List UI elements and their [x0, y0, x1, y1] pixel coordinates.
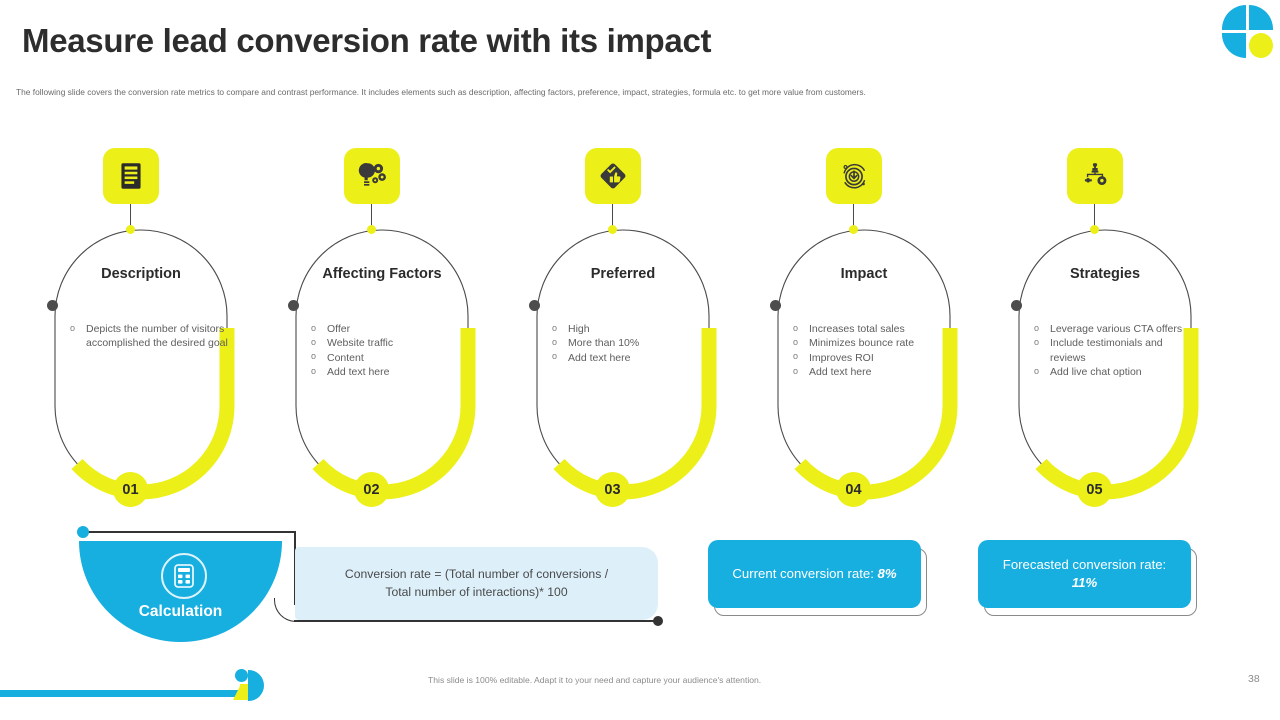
- footer-logo-wedge: [233, 684, 241, 700]
- logo-quadrant-top-right: [1249, 5, 1273, 30]
- document-list-icon: [103, 148, 159, 204]
- card-number-badge: 02: [354, 472, 389, 507]
- list-item: Add text here: [309, 365, 469, 379]
- page-number: 38: [1248, 673, 1260, 685]
- card-connector-line: [130, 204, 131, 228]
- forecast-rate-value: 11%: [1071, 575, 1098, 590]
- card-connector-line: [853, 204, 854, 228]
- lightbulb-gears-icon: [344, 148, 400, 204]
- logo-quadrant-bottom-left: [1222, 33, 1246, 58]
- footer-logo-arc: [248, 670, 264, 701]
- calculator-icon: [161, 553, 207, 599]
- calculation-half-disc[interactable]: Calculation: [79, 541, 282, 642]
- card-left-dot: [770, 300, 781, 311]
- card-number-badge: 04: [836, 472, 871, 507]
- rate-box-fill: Forecasted conversion rate: 11%: [978, 540, 1191, 608]
- forecast-rate-text: Forecasted conversion rate: 11%: [994, 556, 1175, 593]
- card-apex-dot: [1090, 225, 1099, 234]
- footer-logo-head: [235, 669, 248, 682]
- footer-note: This slide is 100% editable. Adapt it to…: [428, 675, 762, 685]
- page-title: Measure lead conversion rate with its im…: [22, 22, 712, 59]
- list-item: Depicts the number of visitors accomplis…: [68, 322, 228, 351]
- list-item: Offer: [309, 321, 469, 336]
- list-item: Leverage various CTA offers: [1032, 321, 1192, 336]
- footer-accent-bar: [0, 690, 240, 697]
- list-item: Improves ROI: [791, 350, 951, 365]
- card-title: Preferred: [590, 266, 656, 282]
- list-item: Add text here: [550, 350, 710, 365]
- logo-quadrant-top-left: [1222, 5, 1246, 30]
- calculation-end-dot: [653, 616, 663, 626]
- card-title: Impact: [840, 266, 888, 282]
- card-bullet-list: Depicts the number of visitors accomplis…: [68, 322, 228, 351]
- footer-person-logo-icon: [233, 668, 267, 702]
- formula-text: Conversion rate = (Total number of conve…: [345, 566, 608, 601]
- card-affecting-factors[interactable]: Affecting Factors Offer Website traffic …: [277, 140, 517, 510]
- card-apex-dot: [126, 225, 135, 234]
- card-number-badge: 05: [1077, 472, 1112, 507]
- calculation-label: Calculation: [138, 603, 223, 620]
- card-connector-line: [612, 204, 613, 228]
- list-item: Add live chat option: [1032, 365, 1192, 379]
- list-item: More than 10%: [550, 336, 710, 350]
- list-item: Increases total sales: [791, 321, 951, 336]
- card-bullet-list: High More than 10% Add text here: [550, 321, 710, 365]
- card-impact[interactable]: Impact Increases total sales Minimizes b…: [759, 140, 999, 510]
- calculation-connector-top: [83, 531, 295, 533]
- card-left-dot: [47, 300, 58, 311]
- card-number-badge: 03: [595, 472, 630, 507]
- forecast-rate-label: Forecasted conversion rate:: [1002, 556, 1167, 572]
- chess-strategy-icon: [1067, 148, 1123, 204]
- thumbs-up-diamond-icon: [585, 148, 641, 204]
- list-item: Include testimonials and reviews: [1032, 336, 1192, 365]
- forecasted-conversion-rate-box[interactable]: Forecasted conversion rate: 11%: [978, 540, 1197, 616]
- card-description[interactable]: Description Depicts the number of visito…: [36, 140, 276, 510]
- card-apex-dot: [849, 225, 858, 234]
- formula-line-2: Total number of interactions)* 100: [385, 584, 568, 599]
- card-pill-shape: [53, 228, 235, 500]
- card-left-dot: [1011, 300, 1022, 311]
- list-item: Content: [309, 350, 469, 365]
- card-bullet-list: Offer Website traffic Content Add text h…: [309, 321, 469, 380]
- card-strategies[interactable]: Strategies Leverage various CTA offers I…: [1000, 140, 1240, 510]
- card-title: Strategies: [1069, 266, 1141, 282]
- footer-logo-body: [240, 684, 249, 700]
- card-apex-dot: [367, 225, 376, 234]
- target-orbit-icon: [826, 148, 882, 204]
- formula-box: Conversion rate = (Total number of conve…: [295, 547, 658, 620]
- current-rate-value: 8%: [877, 565, 897, 581]
- card-apex-dot: [608, 225, 617, 234]
- card-connector-line: [371, 204, 372, 228]
- page-subtitle: The following slide covers the conversio…: [16, 87, 866, 97]
- current-rate-text: Current conversion rate: 8%: [732, 565, 896, 583]
- card-left-dot: [529, 300, 540, 311]
- rate-box-fill: Current conversion rate: 8%: [708, 540, 921, 608]
- brand-quadrant-logo-icon: [1222, 5, 1274, 61]
- card-bullet-list: Leverage various CTA offers Include test…: [1032, 321, 1192, 380]
- cards-row: Description Depicts the number of visito…: [0, 140, 1280, 510]
- logo-quadrant-bottom-right: [1249, 33, 1273, 58]
- list-item: Website traffic: [309, 336, 469, 350]
- current-conversion-rate-box[interactable]: Current conversion rate: 8%: [708, 540, 927, 616]
- card-connector-line: [1094, 204, 1095, 228]
- card-bullet-list: Increases total sales Minimizes bounce r…: [791, 321, 951, 380]
- calculation-connector-bottom: [294, 620, 659, 622]
- list-item: High: [550, 321, 710, 336]
- list-item: Add text here: [791, 365, 951, 379]
- card-title: Description: [101, 266, 181, 282]
- card-preferred[interactable]: Preferred High More than 10% Add text he…: [518, 140, 758, 510]
- calculation-connector-vertical: [294, 531, 296, 605]
- calculation-start-dot: [77, 526, 89, 538]
- card-number-badge: 01: [113, 472, 148, 507]
- card-title: Affecting Factors: [322, 266, 442, 282]
- current-rate-label: Current conversion rate:: [732, 565, 878, 581]
- list-item: Minimizes bounce rate: [791, 336, 951, 350]
- card-left-dot: [288, 300, 299, 311]
- formula-line-1: Conversion rate = (Total number of conve…: [344, 566, 609, 581]
